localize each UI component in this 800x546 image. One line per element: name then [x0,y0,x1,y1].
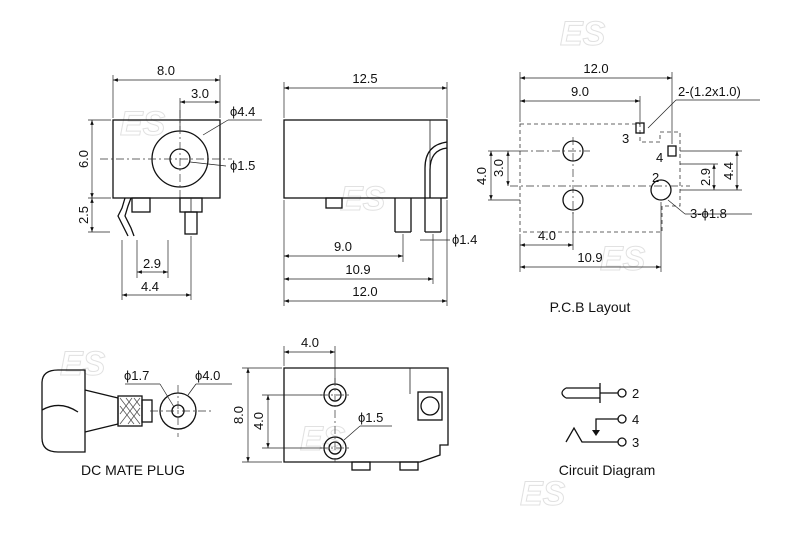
front-pin-spacing-b-label: 4.4 [141,279,159,294]
pcb-width-label: 12.0 [583,61,608,76]
pcb-dim-b-label: 4.0 [538,228,556,243]
circuit-pin-3-label: 3 [632,435,639,450]
circuit-diagram: 2 4 3 Circuit Diagram [559,383,655,478]
side-dim-a-label: 9.0 [334,239,352,254]
watermark: ES [120,105,166,143]
side-pin-dia-label: ϕ1.4 [452,232,477,247]
dc-plug: ϕ1.7 ϕ4.0 DC MATE PLUG [41,368,232,478]
bottom-hole-dia-label: ϕ1.5 [358,410,383,425]
bottom-spacing-label: 4.0 [251,412,266,430]
plug-outer-dia-label: ϕ4.0 [195,368,220,383]
side-length-label: 12.5 [352,71,377,86]
pcb-dim-c-label: 10.9 [577,250,602,265]
watermark: ES [340,180,386,218]
bottom-body [283,367,449,463]
plug-body [41,369,86,453]
front-pin-spacing-a-label: 2.9 [143,256,161,271]
watermark: ES [520,475,566,513]
front-outer-dia-label: ϕ4.4 [230,104,255,119]
front-height-label: 6.0 [76,150,91,168]
bent-pin [117,197,135,237]
pcb-dim-a-label: 9.0 [571,84,589,99]
pcb-pin-2-label: 2 [652,170,659,185]
plug-caption: DC MATE PLUG [81,462,185,478]
pcb-pin-4-label: 4 [656,150,663,165]
side-dim-b-label: 10.9 [345,262,370,277]
pcb-dim-v-label: 3.0 [491,159,506,177]
bottom-width-label: 4.0 [301,335,319,350]
pcb-slot [667,145,677,157]
pcb-outline [519,123,681,233]
bottom-view: 4.0 8.0 4.0 ϕ1.5 [231,335,449,471]
side-pin [394,198,412,233]
watermark: ES [560,15,606,53]
pcb-slot-label: 2-(1.2x1.0) [678,84,741,99]
bottom-height-label: 8.0 [231,406,246,424]
circuit-caption: Circuit Diagram [559,462,655,478]
front-pin-drop-label: 2.5 [76,206,91,224]
side-pin [424,198,442,233]
front-pin-dia-label: ϕ1.5 [230,158,255,173]
pcb-slot [635,122,645,134]
pcb-hole [650,179,672,201]
watermark: ES [300,420,346,458]
pcb-dim-h-label: 4.0 [474,167,489,185]
pcb-layout: 12.0 9.0 2-(1.2x1.0) 3 4 2 3.0 4.0 4.4 2… [474,61,760,315]
jack-body-side [283,119,448,199]
pcb-hole-dia-label: 3-ϕ1.8 [690,206,727,221]
pcb-caption: P.C.B Layout [550,299,631,315]
circuit-pin-4-label: 4 [632,412,639,427]
front-view: 8.0 3.0 6.0 2.5 ϕ4.4 ϕ1.5 2.9 4.4 [76,63,262,300]
front-offset-label: 3.0 [191,86,209,101]
watermark: ES [60,345,106,383]
circuit-pin-2-label: 2 [632,386,639,401]
front-width-label: 8.0 [157,63,175,78]
side-view: 12.5 9.0 10.9 12.0 ϕ1.4 [283,71,477,306]
pcb-dim-h2-label: 4.4 [721,162,736,180]
plug-inner-dia-label: ϕ1.7 [124,368,149,383]
side-dim-c-label: 12.0 [352,284,377,299]
watermark-group: ES ES ES ES ES ES ES [60,15,647,514]
pcb-dim-v2-label: 2.9 [698,168,713,186]
circuit-pin-shape [561,387,600,399]
watermark: ES [600,240,646,278]
pcb-pin-3-label: 3 [622,131,629,146]
